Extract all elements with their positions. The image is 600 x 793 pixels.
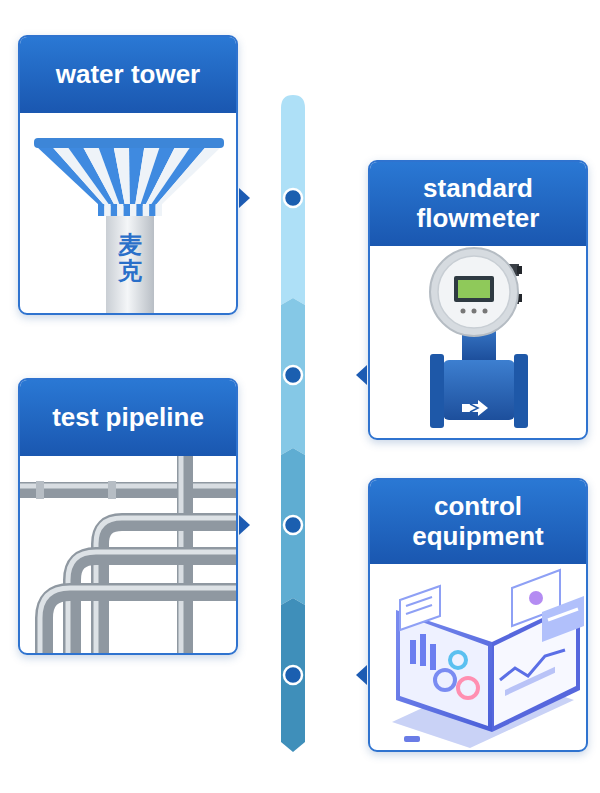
card-header: test pipeline (20, 380, 236, 456)
tower-marking: 麦克 (118, 232, 142, 285)
card: standard flowmeter (368, 160, 588, 440)
card-title: test pipeline (52, 403, 204, 433)
pointer (239, 188, 367, 685)
card-title: standard flowmeter (378, 174, 578, 234)
pipes (20, 455, 236, 653)
card-header: standard flowmeter (370, 162, 586, 246)
card: test pipeline (18, 378, 238, 655)
flowmeter (430, 248, 528, 428)
card: control equipment (368, 478, 588, 752)
card-title: water tower (56, 60, 201, 90)
control-screens (392, 570, 584, 748)
timeline (281, 95, 305, 752)
card-header: control equipment (370, 480, 586, 564)
card-header: water tower (20, 37, 236, 113)
card-title: control equipment (378, 492, 578, 552)
water-tower (34, 138, 224, 314)
